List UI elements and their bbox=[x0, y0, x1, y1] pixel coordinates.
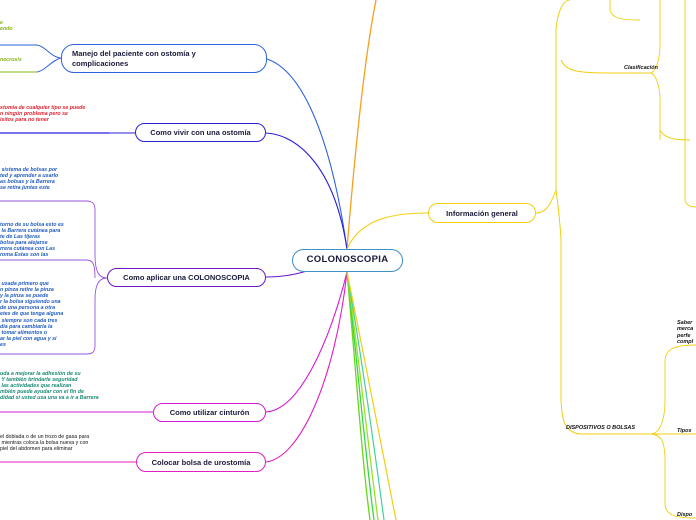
topic-manejo-label: Manejo del paciente con ostomía y compli… bbox=[72, 49, 196, 68]
note-manejo-b[interactable]: necrosis bbox=[0, 57, 22, 63]
note-aplicar-a[interactable]: sistema de bolsas por ted y aprender a u… bbox=[0, 167, 59, 192]
label-dispositivos[interactable]: DISPOSITIVOS O BOLSAS bbox=[566, 425, 636, 431]
connector-bottom-2 bbox=[346, 271, 375, 520]
topic-aplicar-label: Como aplicar una COLONOSCOPIA bbox=[123, 273, 250, 282]
connector-vivir bbox=[265, 132, 348, 250]
note-cinturon[interactable]: uda a mejorar la adhesión de su Y tambié… bbox=[0, 371, 99, 402]
note-manejo-a[interactable]: e endo bbox=[0, 20, 13, 33]
topic-cinturon-label: Como utilizar cinturón bbox=[169, 408, 250, 417]
connector-bottom-4 bbox=[346, 271, 385, 520]
topic-como-aplicar[interactable]: Como aplicar una COLONOSCOPIA bbox=[107, 268, 266, 287]
topic-como-vivir[interactable]: Como vivir con una ostomía bbox=[135, 123, 266, 142]
note-aplicar-b[interactable]: torno de su bolsa esto es la Barrera cut… bbox=[0, 222, 64, 259]
topic-manejo-paciente[interactable]: Manejo del paciente con ostomía y compli… bbox=[61, 44, 267, 73]
note-aplicar-c[interactable]: usada primero que n pinza retire la pinz… bbox=[0, 281, 64, 348]
label-dispo[interactable]: Dispo bbox=[677, 512, 693, 518]
topic-info-label: Información general bbox=[446, 208, 518, 218]
connector-manejo bbox=[266, 58, 348, 250]
connector-urostomia bbox=[265, 271, 348, 463]
connector-top-orange bbox=[346, 0, 377, 250]
connector-bottom-3 bbox=[346, 271, 379, 520]
label-tipos[interactable]: Tipos bbox=[677, 428, 692, 434]
note-vivir[interactable]: stomía de cualquier tipo se puede n ning… bbox=[0, 105, 86, 124]
central-topic[interactable]: COLONOSCOPIA bbox=[292, 249, 403, 272]
label-clasificacion[interactable]: Clasificación bbox=[624, 65, 658, 71]
topic-cinturon[interactable]: Como utilizar cinturón bbox=[153, 403, 266, 422]
topic-informacion-general[interactable]: Información general bbox=[428, 203, 536, 223]
topic-vivir-label: Como vivir con una ostomía bbox=[150, 128, 251, 137]
label-saber[interactable]: Saber merca perfe compl bbox=[677, 320, 694, 346]
connector-bottom-1 bbox=[346, 271, 371, 520]
topic-urostomia[interactable]: Colocar bolsa de urostomía bbox=[136, 452, 266, 472]
connector-bottom-5 bbox=[346, 271, 397, 520]
connector-cinturon bbox=[265, 271, 348, 413]
topic-urostomia-label: Colocar bolsa de urostomía bbox=[151, 457, 251, 467]
note-urostomia[interactable]: el doblada o de un trozo de gasa para mi… bbox=[0, 434, 90, 453]
